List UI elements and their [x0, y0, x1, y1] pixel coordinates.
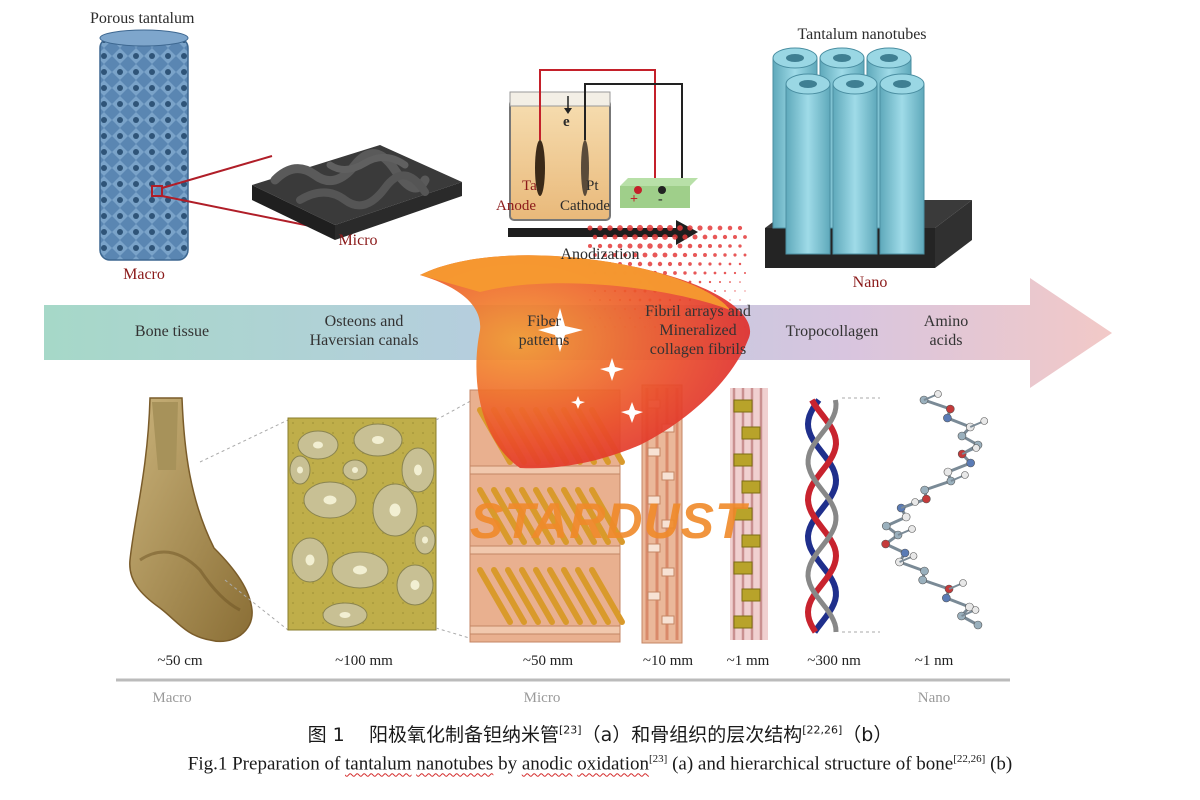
scale-label: ~300 nm — [807, 653, 861, 669]
anodization-cell — [509, 69, 698, 221]
caption-english: Fig.1 Preparation of tantalum nanotubes … — [187, 753, 1013, 775]
micro-porous-block — [252, 145, 462, 240]
mineralized-collagen-fibrils — [730, 388, 768, 640]
zoom-line — [224, 579, 289, 631]
zoom-line — [435, 397, 477, 421]
plus-sign: + — [630, 192, 638, 207]
osteons-panel — [287, 417, 437, 631]
cathode-word-label: Cathode — [560, 198, 610, 214]
anodization-arrow — [508, 220, 698, 245]
scale-label: ~50 cm — [157, 653, 203, 669]
zoom-line — [435, 627, 477, 641]
zone-micro-label: Micro — [523, 690, 561, 706]
femur-bone — [129, 397, 253, 643]
watermark-text: STARDUST — [470, 493, 747, 549]
zone-nano-label: Nano — [917, 690, 951, 706]
zoom-line — [199, 419, 289, 463]
scale-label: ~100 mm — [335, 653, 393, 669]
tantalum-nanotubes-title: Tantalum nanotubes — [797, 26, 927, 43]
zoom-line — [161, 195, 321, 229]
cathode-pt-label: Pt — [586, 178, 599, 194]
zone-macro-label: Macro — [152, 690, 192, 706]
minus-sign: - — [658, 192, 663, 207]
zoom-line — [161, 155, 273, 189]
porous-tantalum-cylinder — [99, 29, 189, 261]
scale-label: ~50 mm — [522, 653, 574, 669]
electron-label: e — [563, 114, 570, 130]
stage-bone-tissue: Bone tissue — [134, 323, 210, 340]
tropocollagen-helix — [804, 398, 840, 634]
stardust-watermark-logo — [420, 224, 751, 469]
anodization-label: Anodization — [560, 246, 640, 263]
anode-ta-label: Ta — [522, 178, 537, 194]
porous-tantalum-title: Porous tantalum — [90, 10, 195, 27]
stage-tropocollagen: Tropocollagen — [785, 323, 879, 340]
scale-label: ~10 mm — [642, 653, 694, 669]
anode-word-label: Anode — [496, 198, 536, 214]
amino-acids-molecule — [881, 390, 989, 630]
scale-label: ~1 nm — [914, 653, 954, 669]
scale-label: ~1 mm — [726, 653, 770, 669]
tantalum-nanotubes-array — [765, 47, 972, 268]
macro-label: Macro — [123, 266, 165, 283]
caption-chinese: 图 1 阳极氧化制备钽纳米管[23]（a）和骨组织的层次结构[22,26]（b） — [307, 723, 893, 746]
nano-label: Nano — [852, 274, 888, 291]
micro-label: Micro — [338, 232, 378, 249]
